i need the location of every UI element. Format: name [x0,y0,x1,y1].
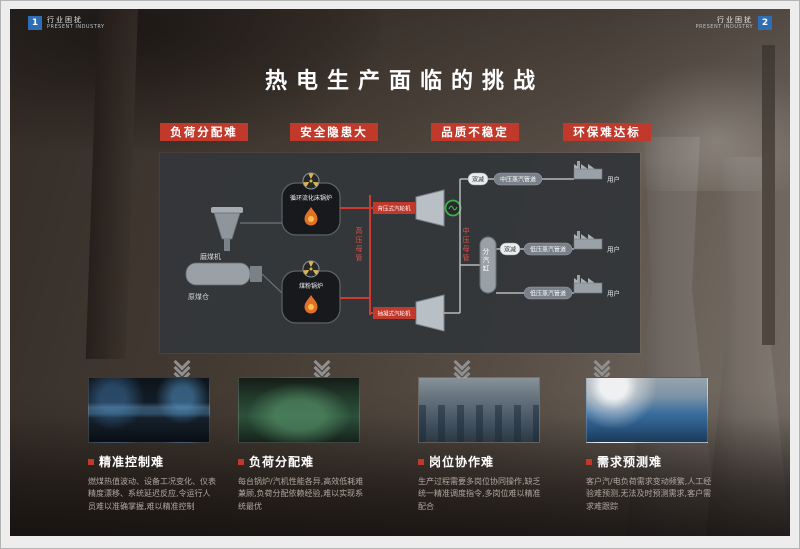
badge-left-subtitle: PRESENT INDUSTRY [47,24,105,31]
reducer-2-label: 双减 [504,246,516,254]
generator-icon [444,199,462,217]
lp-steam-pipe-capsule-2: 低压蒸汽管道 [523,286,573,300]
process-diagram: 磨煤机 原煤仓 循环流化床锅炉 [185,161,620,332]
reducer-2: 双减 [499,242,521,256]
tag-environmental: 环保难达标 [563,123,651,141]
raw-coal-bunker-label: 原煤仓 [188,292,209,301]
pc-boiler: 煤粉锅炉 [281,260,341,324]
red-bullet-icon [586,458,592,465]
user-1-label: 用户 [607,175,620,184]
extraction-turbine: 抽凝式汽轮机 [373,294,445,332]
challenge-card-collaboration: 岗位协作难 生产过程需要多岗位协同操作,缺乏统一精准调度指令,多岗位难以精准配合 [418,377,546,513]
card-description: 客户汽/电负荷需求变动频繁,人工经验难预测,无法及时预测需求,客户需求难跟踪 [586,477,712,511]
page-title: 热电生产面临的挑战 [264,69,544,94]
card-description: 每台锅炉/汽机性能各异,高效低耗难兼顾,负荷分配依赖经验,难以实现系统最优 [238,477,364,511]
back-pressure-turbine: 背压式汽轮机 [373,189,445,227]
slide: 1 行业困扰 PRESENT INDUSTRY 2 行业困扰 PRESENT I… [10,9,790,536]
steam-cylinder-label: 分汽缸 [481,247,489,274]
factory-icon [573,275,603,294]
badge-right-title: 行业困扰 [717,16,753,24]
mp-header-label: 中压母管 [462,226,470,263]
workers-photo [418,377,540,443]
pc-boiler-label: 煤粉锅炉 [299,282,323,290]
control-room-photo [88,377,210,443]
mp-steam-pipe-label: 中压蒸汽管道 [500,176,536,184]
red-bullet-icon [88,458,94,465]
card-title: 负荷分配难 [249,455,315,469]
page-badge-left: 1 行业困扰 PRESENT INDUSTRY [28,16,105,30]
challenge-card-forecast: 需求预测难 客户汽/电负荷需求变动频繁,人工经验难预测,无法及时预测需求,客户需… [586,377,714,513]
card-title: 需求预测难 [597,455,663,469]
challenge-card-load: 负荷分配难 每台锅炉/汽机性能各异,高效低耗难兼顾,负荷分配依赖经验,难以实现系… [238,377,366,513]
background-chimney-right [762,45,775,345]
badge-left-text: 行业困扰 PRESENT INDUSTRY [47,16,105,30]
cfb-boiler: 循环流化床锅炉 [281,172,341,236]
challenge-card-control: 精准控制难 燃煤热值波动、设备工况变化、仪表精度漂移、系统延迟反应,令运行人员难… [88,377,216,513]
card-description: 燃煤热值波动、设备工况变化、仪表精度漂移、系统延迟反应,令运行人员难以准确掌握,… [88,477,216,511]
lp-steam-pipe-label-2: 低压蒸汽管道 [530,290,566,298]
card-description: 生产过程需要多岗位协同操作,缺乏统一精准调度指令,多岗位难以精准配合 [418,477,541,511]
card-title: 岗位协作难 [429,455,495,469]
coal-handling-equipment: 磨煤机 原煤仓 [185,207,283,301]
steam-cylinder: 分汽缸 [479,236,497,294]
user-3-label: 用户 [607,289,620,298]
hp-header-label: 高压母管 [355,226,363,263]
red-bullet-icon [238,458,244,465]
red-bullet-icon [418,458,424,465]
mp-steam-pipe-capsule: 中压蒸汽管道 [493,172,543,186]
card-title: 精准控制难 [99,455,165,469]
factory-icon [573,231,603,250]
card-title-row: 负荷分配难 [238,453,366,470]
radiation-icon [302,260,320,278]
factory-icon [573,161,603,180]
hp-steam-pipes [340,195,373,315]
flame-icon [304,207,318,226]
cfb-boiler-label: 循环流化床锅炉 [290,194,332,202]
user-2-label: 用户 [607,245,620,254]
page-badge-right: 2 行业困扰 PRESENT INDUSTRY [695,16,772,30]
badge-right-text: 行业困扰 PRESENT INDUSTRY [695,16,753,30]
card-title-row: 精准控制难 [88,453,216,470]
lp-steam-pipe-label-1: 低压蒸汽管道 [530,246,566,254]
page-number-left: 1 [28,16,42,30]
tag-unstable-quality: 品质不稳定 [431,123,519,141]
flame-icon [304,295,318,314]
coal-mill-label: 磨煤机 [200,252,221,261]
lp-steam-pipe-capsule-1: 低压蒸汽管道 [523,242,573,256]
card-title-row: 岗位协作难 [418,453,546,470]
page-number-right: 2 [758,16,772,30]
tag-load-distribution: 负荷分配难 [160,123,248,141]
reducer-1-label: 双减 [472,176,484,184]
power-plant-photo [586,377,708,443]
turbine-photo [238,377,360,443]
card-title-row: 需求预测难 [586,453,714,470]
radiation-icon [302,172,320,190]
bp-turbine-label: 背压式汽轮机 [377,205,411,213]
badge-right-subtitle: PRESENT INDUSTRY [695,24,753,31]
process-diagram-panel: 磨煤机 原煤仓 循环流化床锅炉 [160,153,640,353]
tag-safety-hazard: 安全隐患大 [290,123,378,141]
badge-left-title: 行业困扰 [47,16,83,24]
reducer-1: 双减 [467,172,489,186]
cond-turbine-label: 抽凝式汽轮机 [377,310,411,318]
